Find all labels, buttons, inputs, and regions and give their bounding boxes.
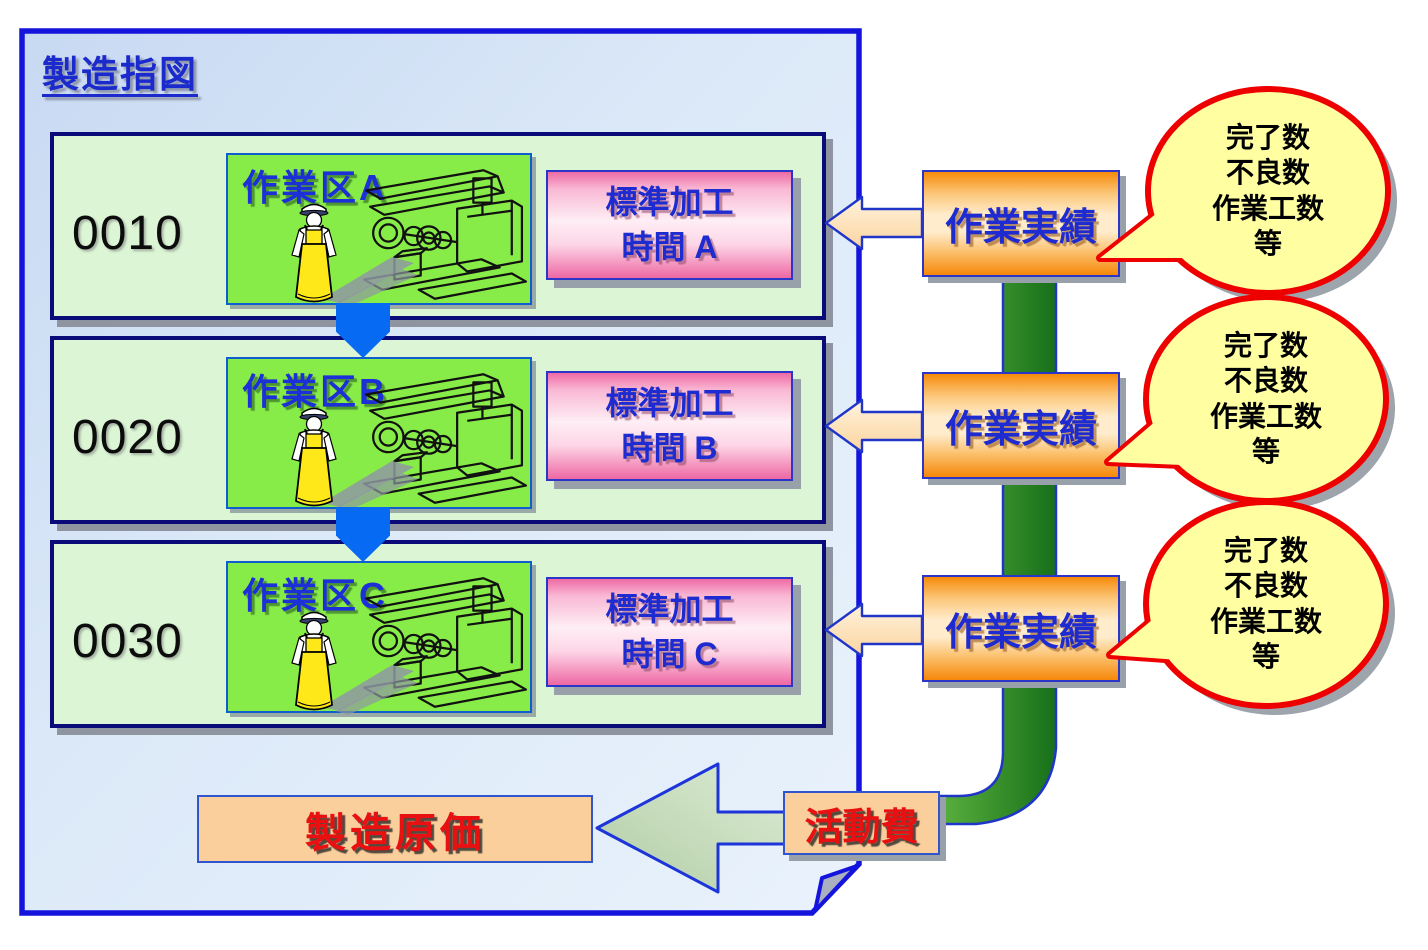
- activity-cost-label: 活動費: [804, 806, 919, 849]
- manufacturing-cost-box: 製造原価: [197, 795, 593, 863]
- standard-time-label-line1: 標準加工: [605, 183, 734, 220]
- work-result-label: 作業実績: [944, 409, 1097, 451]
- standard-time-label-line2: 時間 C: [621, 636, 718, 672]
- work-center-box-a: 作業区A: [226, 153, 532, 305]
- callout-bubble-text: 完了数 不良数 作業工数 等: [1209, 535, 1322, 672]
- activity-cost-box: 活動費: [783, 791, 940, 855]
- standard-time-label-line2: 時間 A: [621, 229, 718, 265]
- operation-number-label: 0010: [72, 207, 183, 260]
- page-fold-icon: [813, 864, 859, 913]
- work-center-label: 作業区C: [242, 575, 388, 616]
- work-result-label: 作業実績: [944, 612, 1097, 654]
- standard-time-box-b: 標準加工 時間 B: [546, 371, 793, 481]
- callout-bubble: [1096, 86, 1397, 302]
- work-result-label: 作業実績: [944, 207, 1097, 249]
- work-center-box-b: 作業区B: [226, 357, 532, 509]
- document-title: 製造指図: [42, 54, 198, 95]
- work-center-label: 作業区A: [242, 167, 388, 208]
- work-result-box: 作業実績: [922, 372, 1120, 479]
- work-result-box: 作業実績: [922, 170, 1120, 277]
- operation-number-label: 0020: [72, 411, 183, 464]
- callout-bubble: [1104, 294, 1395, 510]
- manufacturing-cost-label: 製造原価: [305, 810, 485, 856]
- standard-time-box-c: 標準加工 時間 C: [546, 577, 793, 687]
- work-center-label: 作業区B: [242, 371, 388, 412]
- callout-bubble: [1106, 499, 1395, 715]
- operation-number-label: 0030: [72, 615, 183, 668]
- work-result-box: 作業実績: [922, 575, 1120, 682]
- callout-bubble-text: 完了数 不良数 作業工数 等: [1211, 122, 1324, 259]
- callout-bubble-text: 完了数 不良数 作業工数 等: [1209, 330, 1322, 467]
- standard-time-label-line2: 時間 B: [621, 430, 718, 466]
- work-center-box-c: 作業区C: [226, 561, 532, 713]
- standard-time-label-line1: 標準加工: [605, 590, 734, 627]
- standard-time-label-line1: 標準加工: [605, 384, 734, 421]
- standard-time-box-a: 標準加工 時間 A: [546, 170, 793, 280]
